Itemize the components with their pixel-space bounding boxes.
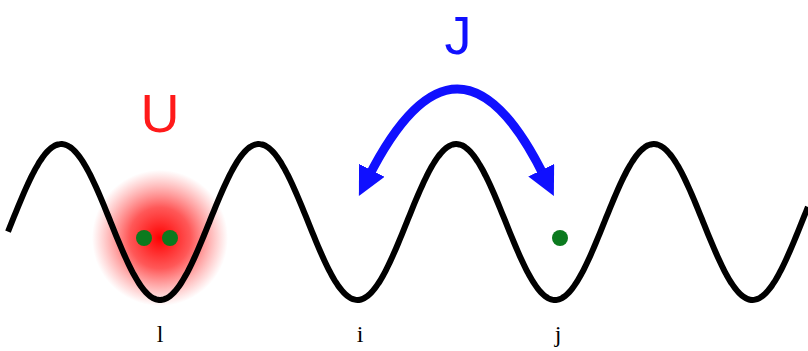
site-label: j — [555, 322, 562, 346]
site-label: l — [157, 322, 164, 346]
particle-dot — [162, 230, 178, 246]
hopping-label: J — [445, 8, 472, 62]
particle-dot — [552, 230, 568, 246]
interaction-glow — [92, 170, 228, 306]
site-label: i — [357, 322, 364, 346]
lattice-potential — [8, 144, 808, 300]
interaction-label: U — [141, 86, 180, 140]
hopping-arrow — [368, 89, 545, 178]
particle-dot — [136, 230, 152, 246]
